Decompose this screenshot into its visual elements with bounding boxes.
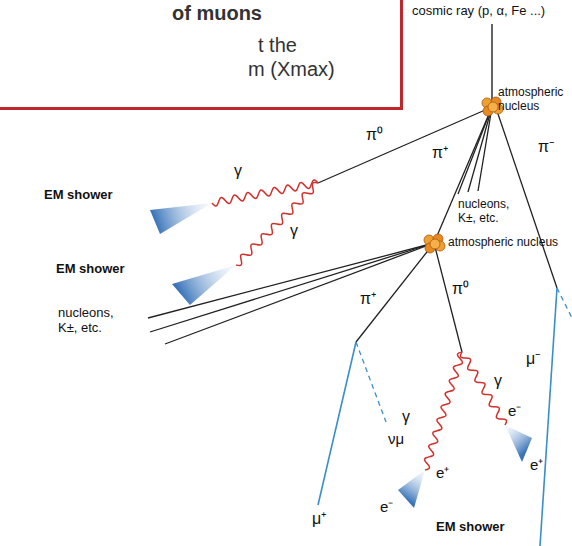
shower-cone bbox=[172, 265, 236, 305]
hadron-track bbox=[458, 107, 492, 194]
primary-track bbox=[491, 24, 492, 100]
note-text: m (Xmax) bbox=[248, 58, 335, 80]
particle-label: e⁻ bbox=[508, 402, 521, 419]
shower-cone bbox=[505, 425, 532, 462]
particle-label: e⁺ bbox=[530, 456, 543, 473]
muon-track bbox=[318, 342, 356, 505]
particle-label: γ bbox=[290, 222, 298, 240]
particle-label: nucleons, K±, etc. bbox=[458, 198, 528, 226]
note-text: of muons bbox=[172, 2, 262, 24]
particle-label: γ bbox=[234, 162, 242, 180]
particle-label: γ bbox=[494, 372, 502, 390]
particle-label: e⁻ bbox=[380, 498, 393, 515]
photon-wave bbox=[460, 352, 506, 425]
particle-label: EM shower bbox=[44, 188, 113, 203]
pion-track bbox=[318, 107, 492, 183]
pion-track bbox=[356, 243, 434, 342]
pion-track bbox=[434, 243, 462, 352]
particle-label: e⁺ bbox=[436, 464, 449, 481]
nucleus-icon bbox=[424, 234, 445, 253]
particle-label: π⁰ bbox=[452, 280, 469, 298]
hadron-track bbox=[148, 243, 434, 318]
shower-cone bbox=[150, 203, 212, 234]
particle-label: π⁻ bbox=[538, 138, 554, 156]
note-text: t the bbox=[258, 34, 297, 56]
particle-label: μ⁻ bbox=[526, 350, 540, 368]
particle-label: EM shower bbox=[56, 262, 125, 277]
shower-cone bbox=[398, 470, 425, 508]
particle-label: π⁺ bbox=[432, 144, 448, 162]
neutrino-track bbox=[356, 342, 386, 422]
hadron-track bbox=[468, 107, 492, 192]
particle-label: cosmic ray (p, α, Fe ...) bbox=[412, 4, 545, 19]
particle-label: EM shower bbox=[436, 520, 505, 535]
particle-label: νμ bbox=[388, 430, 404, 447]
particle-label: atmospheric nucleus bbox=[448, 236, 558, 250]
hadron-track bbox=[150, 243, 434, 332]
photon-wave bbox=[236, 182, 318, 265]
particle-label: nucleons, K±, etc. bbox=[58, 306, 133, 336]
particle-label: π⁺ bbox=[360, 290, 376, 308]
particle-label: γ bbox=[402, 408, 410, 426]
hadron-track bbox=[478, 107, 492, 191]
particle-label: μ⁺ bbox=[312, 510, 326, 528]
note-box: of muons t them (Xmax) bbox=[0, 0, 403, 110]
muon-track bbox=[540, 288, 557, 546]
hadron-track bbox=[165, 243, 434, 344]
particle-label: atmospheric nucleus bbox=[498, 86, 568, 114]
particle-label: π⁰ bbox=[366, 126, 383, 144]
neutrino-track bbox=[557, 288, 572, 318]
photon-wave bbox=[425, 352, 463, 470]
